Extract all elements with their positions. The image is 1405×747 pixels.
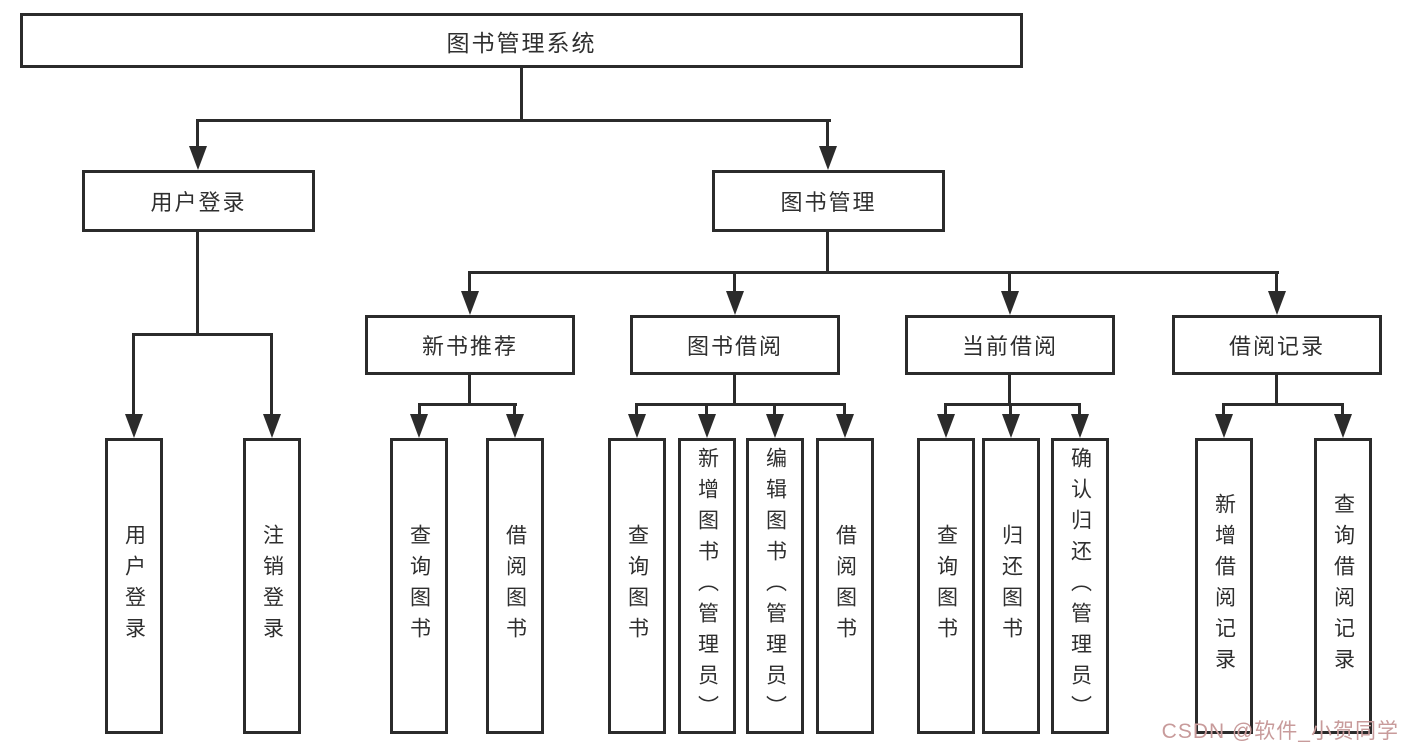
- leaf-current-query: 查询图书: [917, 438, 975, 734]
- leaf-records-query: 查询借阅记录: [1314, 438, 1372, 734]
- leaf-records-add: 新增借阅记录: [1195, 438, 1253, 734]
- connector-line: [1222, 403, 1225, 418]
- connector-line: [1275, 271, 1278, 295]
- connector-line: [132, 333, 135, 418]
- leaf-borrowing-borrow: 借阅图书: [816, 438, 874, 734]
- arrowhead: [1215, 414, 1233, 438]
- connector-line: [826, 119, 829, 150]
- connector-line: [270, 333, 273, 418]
- node-root: 图书管理系统: [20, 13, 1023, 68]
- arrowhead: [461, 291, 479, 315]
- arrowhead: [628, 414, 646, 438]
- connector-line: [468, 271, 1279, 274]
- watermark: CSDN @软件_小贺同学: [1161, 720, 1399, 743]
- arrowhead: [125, 414, 143, 438]
- connector-line: [733, 375, 736, 406]
- connector-line: [132, 333, 273, 336]
- arrowhead: [726, 291, 744, 315]
- connector-line: [843, 403, 846, 418]
- connector-line: [944, 403, 1081, 406]
- arrowhead: [1002, 414, 1020, 438]
- connector-line: [196, 232, 199, 335]
- arrowhead: [1071, 414, 1089, 438]
- connector-line: [944, 403, 947, 418]
- connector-line: [1008, 271, 1011, 295]
- node-current-borrowing: 当前借阅: [905, 315, 1115, 375]
- arrowhead: [819, 146, 837, 170]
- arrowhead: [506, 414, 524, 438]
- node-book-management: 图书管理: [712, 170, 945, 232]
- connector-line: [468, 271, 471, 295]
- arrowhead: [937, 414, 955, 438]
- node-new-book-recommend: 新书推荐: [365, 315, 575, 375]
- connector-line: [196, 119, 199, 150]
- arrowhead: [1268, 291, 1286, 315]
- leaf-borrowing-add-admin: 新增图书（管理员）: [678, 438, 736, 734]
- node-borrowing-records: 借阅记录: [1172, 315, 1382, 375]
- leaf-borrowing-edit-admin: 编辑图书（管理员）: [746, 438, 804, 734]
- connector-line: [1078, 403, 1081, 418]
- leaf-newbooks-query: 查询图书: [390, 438, 448, 734]
- leaf-newbooks-borrow: 借阅图书: [486, 438, 544, 734]
- connector-line: [635, 403, 638, 418]
- leaf-borrowing-query: 查询图书: [608, 438, 666, 734]
- connector-line: [773, 403, 776, 418]
- arrowhead: [263, 414, 281, 438]
- connector-line: [418, 403, 421, 418]
- leaf-logout: 注销登录: [243, 438, 301, 734]
- connector-line: [1341, 403, 1344, 418]
- arrowhead: [410, 414, 428, 438]
- connector-line: [513, 403, 516, 418]
- connector-line: [1275, 375, 1278, 406]
- connector-line: [733, 271, 736, 295]
- connector-line: [826, 232, 829, 273]
- arrowhead: [836, 414, 854, 438]
- leaf-current-confirm-admin: 确认归还（管理员）: [1051, 438, 1109, 734]
- connector-line: [1222, 403, 1344, 406]
- connector-line: [635, 403, 846, 406]
- arrowhead: [698, 414, 716, 438]
- node-book-borrowing: 图书借阅: [630, 315, 840, 375]
- connector-line: [520, 68, 523, 121]
- arrowhead: [1334, 414, 1352, 438]
- connector-line: [705, 403, 708, 418]
- arrowhead: [189, 146, 207, 170]
- connector-line: [468, 375, 471, 406]
- leaf-current-return: 归还图书: [982, 438, 1040, 734]
- arrowhead: [1001, 291, 1019, 315]
- connector-line: [1008, 375, 1011, 406]
- connector-line: [1009, 403, 1012, 418]
- arrowhead: [766, 414, 784, 438]
- connector-line: [418, 403, 517, 406]
- leaf-user-login: 用户登录: [105, 438, 163, 734]
- node-user-login: 用户登录: [82, 170, 315, 232]
- connector-line: [197, 119, 831, 122]
